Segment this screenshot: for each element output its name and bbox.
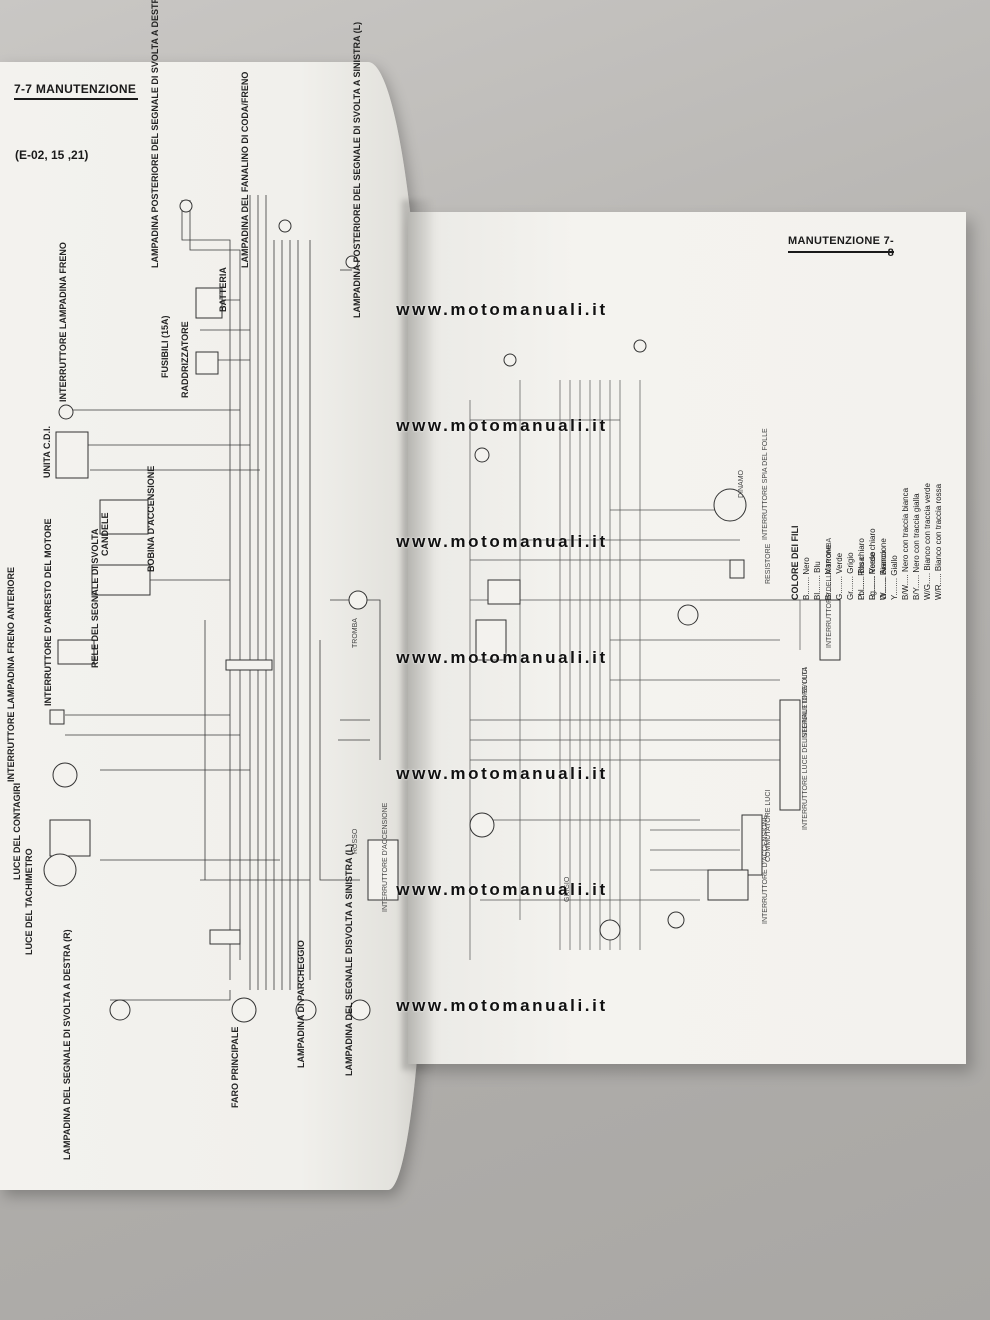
label-resistor: RESISTORE (765, 543, 772, 584)
label-speedo-light: LUCE DEL TACHIMETRO (24, 848, 34, 955)
legend-row: W/G..... Bianco con traccia verde (923, 483, 932, 600)
label-horn: TROMBA (352, 618, 359, 648)
watermark: www.motomanuali.it (396, 532, 608, 551)
rectifier-icon (195, 351, 219, 375)
ignition-coil-icon (99, 499, 149, 535)
watermark: www.motomanuali.it (396, 648, 608, 667)
speedometer-icon (43, 853, 77, 887)
horn-icon (348, 590, 368, 610)
ignition-switch-right-icon (707, 869, 749, 901)
right-wires (469, 380, 821, 960)
dimmer-switch-icon (741, 814, 763, 876)
legend-row: P........ Rosa (857, 557, 866, 600)
watermark: www.motomanuali.it (396, 880, 608, 899)
legend-row: B/Y...... Nero con traccia gialla (912, 493, 921, 600)
label-front-brake: INTERRUTTORE LAMPADINA FRENO ANTERIORE (6, 567, 16, 782)
label-battery: BATTERIA (218, 267, 228, 312)
ignition-switch-icon (367, 839, 399, 901)
left-page-header-text: 7-7 MANUTENZIONE (14, 82, 137, 96)
watermark: www.motomanuali.it (396, 996, 608, 1015)
resistor-icon (729, 559, 745, 579)
legend-row: Bl........ Blu (813, 561, 822, 600)
wire-color-legend-2: P........ Rosa R........ Rosso W....... … (856, 483, 944, 600)
label-neutral-switch: INTERRUTTORE SPIA DEL FOLLE (762, 428, 769, 540)
right-page-header-text: MANUTENZIONE 7-8 (788, 235, 894, 259)
model-codes: (E-02, 15 ,21) (15, 148, 89, 162)
brake-switch-icon (58, 404, 74, 420)
label-tail-lamp: LAMPADINA DEL FANALINO DI CODA/FRENO (240, 71, 250, 268)
rear-turn-right-bulb-icon (179, 199, 193, 213)
battery-icon (195, 287, 223, 319)
legend-row: G........ Verde (835, 552, 844, 600)
label-ignition-switch-right: INTERRUTTORE D'ACCENSIONE (762, 814, 769, 924)
legend-row: W/R..... Bianco con traccia rossa (934, 483, 943, 600)
label-ignition-coil: BOBINA D'ACCENSIONE (146, 465, 156, 572)
front-brake-switch-icon (49, 709, 65, 725)
spark-plug-right-icon (475, 619, 507, 661)
legend-row: Gr....... Grigio (846, 552, 855, 600)
label-front-turn-left: LAMPADINA DEL SEGNALE DISVOLTA A SINISTR… (344, 843, 354, 1076)
tacho-light-icon (52, 762, 78, 788)
spark-plug-icon (91, 564, 151, 596)
right-page-header: MANUTENZIONE 7-8 (788, 235, 894, 259)
front-turn-right-bulb-icon (109, 999, 131, 1021)
speedo-icon (49, 819, 91, 857)
left-page-header: 7-7 MANUTENZIONE (14, 82, 138, 100)
label-brake-switch: INTERRUTTORE LAMPADINA FRENO (58, 242, 68, 402)
legend-row: B/W..... Nero con traccia bianca (901, 487, 910, 600)
rear-turn-left-bulb-icon (345, 255, 359, 269)
label-tacho-light: LUCE DEL CONTAGIRI (12, 782, 22, 880)
label-dynamo: DINAMO (738, 470, 745, 498)
neutral-lamp-icon (474, 447, 490, 463)
legend-row: B........ Nero (802, 557, 811, 600)
rear-right-bulb-icon (503, 353, 517, 367)
horn-switch-icon (819, 599, 841, 661)
rear-left-bulb-icon (633, 339, 647, 353)
legend-row: Br....... Marrone (824, 544, 833, 600)
cdi-unit-icon (55, 431, 89, 479)
label-fuse: FUSIBILI (15A) (160, 315, 170, 378)
connector-icon (209, 929, 241, 945)
legend-row: R........ Rosso (868, 551, 877, 600)
label-light-switch: INTERRUTTORE LUCI (802, 667, 809, 740)
front-turn-left-bulb-icon (349, 999, 371, 1021)
headlamp-icon (231, 997, 257, 1023)
label-spark-plugs: CANDELE (100, 512, 110, 556)
label-front-turn-right: LAMPADINA DEL SEGNALE DI SVOLTA A DESTRA… (62, 929, 72, 1160)
label-rectifier: RADDRIZZATORE (180, 321, 190, 398)
label-parking: LAMPADINA DI PARCHEGGIO (296, 940, 306, 1068)
connector-block-icon (225, 659, 273, 671)
left-wires (60, 195, 381, 1001)
label-cdi: UNITA C.D.I. (42, 426, 52, 478)
watermark: www.motomanuali.it (396, 416, 608, 435)
label-red: ROSSO (352, 828, 359, 854)
parking-lamp-icon (295, 999, 317, 1021)
turn-relay-icon (57, 639, 95, 665)
dynamo-icon (713, 488, 747, 522)
parking-right-icon (667, 911, 685, 929)
book-gutter-shadow (402, 200, 432, 1070)
label-turn-relay: RELE DEL SEGNALE DI SVOLTA (90, 528, 100, 668)
legend-title: COLORE DEI FILI (790, 525, 800, 600)
watermark: www.motomanuali.it (396, 300, 608, 319)
label-headlamp: FARO PRINCIPALE (230, 1026, 240, 1108)
tail-lamp-icon (278, 219, 292, 233)
label-rear-turn-left: LAMPADINA POSTERIORE DEL SEGNALE DI SVOL… (352, 21, 362, 318)
turn-switch-icon (779, 699, 801, 811)
legend-row: Y........ Giallo (890, 555, 899, 600)
watermark: www.motomanuali.it (396, 764, 608, 783)
components (43, 199, 841, 1023)
headlamp-right-icon (599, 919, 621, 941)
speedo-right-icon (469, 812, 495, 838)
ignition-coil-right-icon (487, 579, 521, 605)
label-engine-stop: INTERRUTTORE D'ARRESTO DEL MOTORE (43, 518, 53, 707)
horn-right-icon (677, 604, 699, 626)
legend-row: W....... Bianco (879, 550, 888, 600)
label-rear-turn-right: LAMPADINA POSTERIORE DEL SEGNALE DI SVOL… (150, 0, 160, 268)
